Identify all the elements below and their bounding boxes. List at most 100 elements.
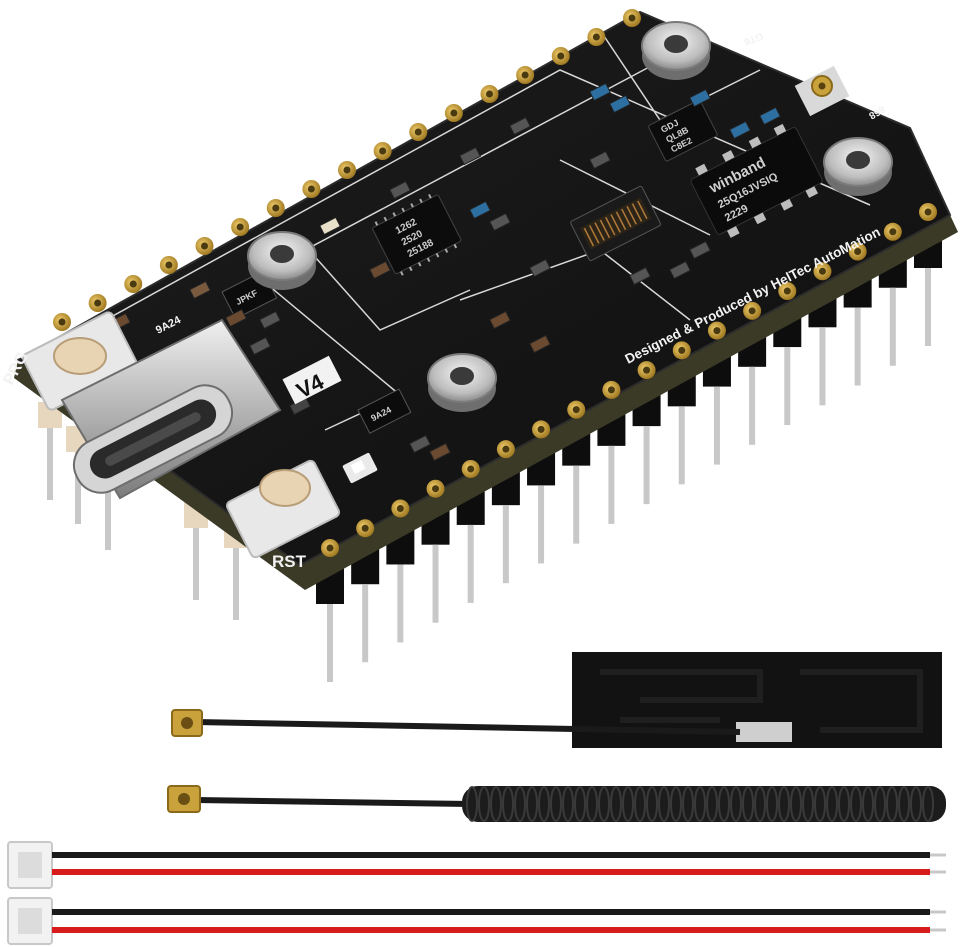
smd-part: [189, 280, 211, 300]
smd-part: [459, 146, 481, 166]
header-pin: [327, 604, 333, 682]
coil-turn: [598, 786, 610, 822]
coil-turn: [886, 786, 898, 822]
pad-hole: [58, 318, 66, 326]
pad-hole: [414, 128, 422, 136]
smd-part: [249, 336, 271, 356]
board-ufl-connector: [794, 65, 850, 117]
smd-part: [589, 150, 611, 170]
pad-hole: [678, 346, 686, 354]
pad-hole: [557, 52, 565, 60]
pad-hole: [628, 14, 636, 22]
spring-antenna: [167, 785, 946, 822]
header-pin: [105, 470, 111, 550]
pad-hole: [486, 90, 493, 98]
coil-turn: [910, 786, 922, 822]
smd-part: [529, 334, 551, 354]
header-pin: [854, 307, 861, 386]
coil-turn: [766, 786, 778, 822]
header-pin: [573, 465, 580, 544]
header-pads: [53, 9, 937, 557]
smd-part: [669, 260, 691, 280]
header-pin: [608, 445, 615, 524]
coil-turn: [586, 786, 598, 822]
header-pin: [502, 505, 509, 584]
coil-turn: [778, 786, 790, 822]
coil-turn: [742, 786, 754, 822]
smd-part: [689, 240, 711, 260]
pad-hole: [467, 465, 475, 473]
lora-chip: 1262 2520 25188: [372, 194, 462, 276]
pad-hole: [783, 287, 791, 295]
coil-turn: [562, 786, 574, 822]
standoff-hole: [270, 245, 294, 263]
smd-part: [609, 94, 631, 114]
pad-hole: [607, 386, 615, 394]
flash-chip: winband 25Q16JVSIQ 2229: [690, 123, 823, 238]
pad-hole: [818, 267, 826, 275]
pad-hole: [129, 280, 137, 288]
smd-part: [369, 260, 391, 280]
coil-turn: [682, 786, 694, 822]
standoff-hole: [450, 367, 474, 385]
smd-part: [529, 258, 551, 278]
header-pin: [538, 485, 545, 564]
smd-part: [759, 106, 781, 126]
header-pin: [819, 327, 826, 406]
coil-turn: [826, 786, 838, 822]
coil-turn: [502, 786, 514, 822]
coil-turn: [550, 786, 562, 822]
mid-marking-chip: 9A24: [357, 388, 412, 434]
coil-turn: [658, 786, 670, 822]
coil-turn: [538, 786, 550, 822]
rst-button[interactable]: [225, 459, 341, 559]
header-pin: [397, 564, 404, 643]
smd-part: [729, 120, 751, 140]
smd-part: [489, 212, 511, 232]
smd-part: [409, 434, 431, 454]
smd-part: [509, 116, 531, 136]
pad-hole: [343, 166, 351, 174]
pad-hole: [572, 406, 580, 414]
pad-hole: [450, 109, 458, 117]
coil-turn: [730, 786, 742, 822]
coil-turn: [466, 786, 478, 822]
prg-button[interactable]: [21, 311, 138, 412]
coil-turn: [874, 786, 886, 822]
small-chip: GDJ QL8B C8E2: [648, 99, 718, 162]
pad-hole: [924, 208, 932, 216]
pad-hole: [396, 504, 404, 512]
smd-part: [259, 310, 281, 330]
smd-part: [589, 82, 611, 102]
version-badge: V4: [282, 355, 342, 405]
pad-hole: [307, 185, 315, 193]
smd-part: [489, 310, 511, 330]
mounting-standoffs: [247, 21, 893, 412]
top-edge-label: GT6: [742, 30, 764, 47]
pad-hole: [432, 485, 440, 493]
pad-hole: [537, 425, 545, 433]
fpc-antenna: [572, 652, 942, 748]
pad-hole: [165, 261, 173, 269]
pad-hole: [94, 299, 102, 307]
pad-hole: [326, 544, 334, 552]
battery-cable-2: [7, 897, 946, 945]
header-pin: [75, 444, 81, 524]
header-pin: [233, 540, 239, 620]
pad-hole: [713, 327, 721, 335]
header-pin: [889, 287, 896, 366]
coil-turn: [490, 786, 502, 822]
coil-turn: [706, 786, 718, 822]
coil-turn: [514, 786, 526, 822]
pad-hole: [592, 33, 600, 41]
usb-c-port[interactable]: [60, 318, 282, 502]
header-pin: [643, 426, 650, 505]
pad-hole: [361, 524, 369, 532]
header-pin: [432, 544, 439, 623]
pad-hole: [521, 71, 529, 79]
smd-part: [689, 88, 711, 108]
standoff-hole: [846, 151, 870, 169]
pad-hole: [236, 223, 244, 231]
coil-turn: [670, 786, 682, 822]
